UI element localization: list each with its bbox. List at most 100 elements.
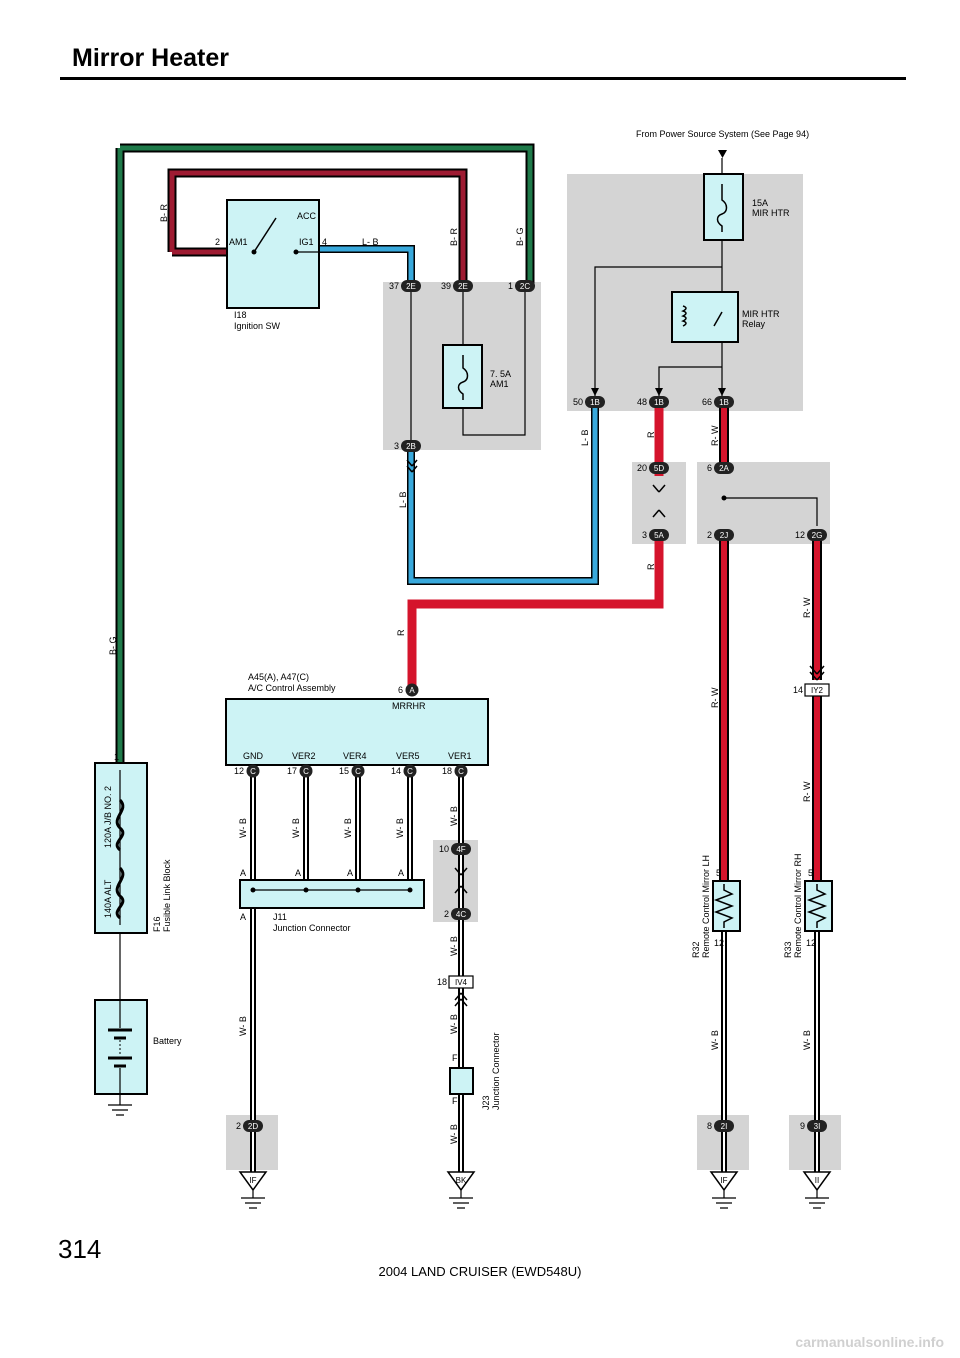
ground-icon <box>449 1197 473 1209</box>
connector-pin: 10 <box>439 844 449 854</box>
connector-code: C <box>250 767 256 776</box>
connector-pin: 12 <box>234 766 244 776</box>
connector-code: 2B <box>406 442 416 451</box>
connector-code: 2I <box>721 1122 728 1131</box>
ground-ii: II <box>802 1171 832 1209</box>
connector-pin: 17 <box>287 766 297 776</box>
wire-label: W- B <box>291 818 301 838</box>
ground-icon <box>712 1197 736 1209</box>
relay-internal-wires <box>594 158 723 396</box>
wire-label: R- W <box>710 425 720 446</box>
j11-pin: A <box>295 868 301 878</box>
connector-pin: 6 <box>398 685 403 695</box>
connector-5a-3: 5A 3 <box>642 529 669 541</box>
connector-code: C <box>458 767 464 776</box>
j23-pin: F <box>452 1053 458 1063</box>
ig-am1-label: AM1 <box>229 237 248 247</box>
heater-resistor-icon <box>806 884 828 928</box>
mirror-heater-lh <box>712 880 741 932</box>
wire-label: W- B <box>343 818 353 838</box>
connector-code: 2D <box>248 1122 258 1131</box>
connector-pin: 39 <box>441 281 451 291</box>
wire-label: R- W <box>710 687 720 708</box>
connector-pin: 20 <box>637 463 647 473</box>
chevron-icon <box>652 484 666 518</box>
relay-label-2: Relay <box>742 319 766 329</box>
fl-name: Fusible Link Block <box>162 859 172 932</box>
connector-code: 5A <box>654 531 664 540</box>
connector-code: 3I <box>814 1122 821 1131</box>
wire-label: L- B <box>362 237 379 247</box>
connector-code: C <box>355 767 361 776</box>
ground-if-right: IF <box>709 1171 739 1209</box>
connector-pin: 15 <box>339 766 349 776</box>
connector-code: 1B <box>654 398 664 407</box>
footer: 2004 LAND CRUISER (EWD548U) <box>378 1264 582 1279</box>
ignition-switch <box>226 199 320 309</box>
ac-id: A45(A), A47(C) <box>248 672 309 682</box>
watermark: carmanualsonline.info <box>795 1334 944 1350</box>
r32-id: R32 <box>691 941 701 958</box>
connector-pin: 66 <box>702 397 712 407</box>
connector-2i-8: 2I8 <box>707 1120 734 1132</box>
connector-code: 2C <box>520 282 530 291</box>
j11-pin: A <box>240 912 246 922</box>
wire-br <box>169 170 466 286</box>
connector-code: 2E <box>406 282 416 291</box>
connector-code: C <box>407 767 413 776</box>
wire-label: W- B <box>449 936 459 956</box>
ac-terminal-ver2: VER2 <box>292 751 316 761</box>
r33-id: R33 <box>783 941 793 958</box>
j23-id: J23 <box>481 1095 491 1110</box>
connector-code: C <box>303 767 309 776</box>
fuse-icon <box>716 184 728 232</box>
connector-pin: 37 <box>389 281 399 291</box>
arrow-icon <box>655 388 663 396</box>
chevron-up-icon <box>454 992 468 1007</box>
connector-c-14: C14 <box>391 764 417 778</box>
ig-pin-am1: 2 <box>215 237 220 247</box>
wire-label: W- B <box>449 1124 459 1144</box>
connector-2c-1: 2C1 <box>508 280 535 292</box>
connector-code: 1B <box>719 398 729 407</box>
connector-a-6: A6 <box>398 683 419 697</box>
relay-coil-icon <box>681 305 687 327</box>
connector-1b-48: 1B 48 <box>637 396 669 408</box>
ground-icon <box>108 1104 132 1116</box>
chevron-down-icon <box>809 665 825 681</box>
jb-internal-wires <box>410 292 526 440</box>
connector-pin: 48 <box>637 397 647 407</box>
ac-terminal-ver1: VER1 <box>448 751 472 761</box>
connector-pin: 18 <box>442 766 452 776</box>
j11-pin: A <box>347 868 353 878</box>
battery-name: Battery <box>153 1036 182 1046</box>
page-number: 314 <box>58 1234 102 1264</box>
arrow-icon <box>718 388 726 396</box>
connector-2j-2: 2J2 <box>707 529 734 541</box>
relay-label-1: MIR HTR <box>742 309 780 319</box>
wire-label: L- B <box>398 491 408 508</box>
wire-label: W- B <box>802 1030 812 1050</box>
connector-pin: 2 <box>236 1121 241 1131</box>
connector-2e-37: 2E 37 <box>389 280 421 292</box>
connector-4c-2: 4C2 <box>444 908 471 920</box>
heater-resistor-icon <box>713 884 735 928</box>
wire-label: R- W <box>802 597 812 618</box>
r32-name: Remote Control Mirror LH <box>701 855 711 958</box>
connector-1b-66: 1B 66 <box>702 396 734 408</box>
relay-switch-icon <box>713 311 723 327</box>
connector-c-15: C 15 <box>339 764 365 778</box>
connector-pin: 3 <box>642 530 647 540</box>
ground-label: BK <box>456 1176 467 1185</box>
r32-pin-5: 5 <box>716 868 721 878</box>
ig-ig1-label: IG1 <box>299 237 314 247</box>
splice-2a-branch <box>724 497 818 526</box>
wire-label: B- G <box>515 227 525 246</box>
ac-terminal-ver5: VER5 <box>396 751 420 761</box>
fuse-icon <box>457 355 469 400</box>
connector-3i-9: 3I9 <box>800 1120 827 1132</box>
